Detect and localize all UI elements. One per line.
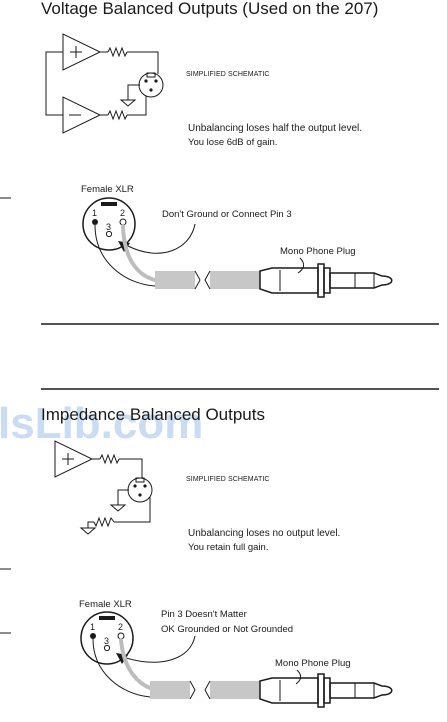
section2-pin2: 2 xyxy=(118,622,123,632)
section1-pin3-leader xyxy=(127,223,196,254)
resistor-icon xyxy=(99,453,120,465)
section1-note-line2: You lose 6dB of gain. xyxy=(188,137,277,148)
op-amp-plus-icon xyxy=(62,33,102,71)
section2-schematic-label: SIMPLIFIED SCHEMATIC xyxy=(186,476,270,483)
section2-xlr-label: Female XLR xyxy=(79,599,132,610)
section1-plug-leader xyxy=(297,257,305,274)
section2-pin3-leader xyxy=(125,635,196,663)
resistor-icon xyxy=(107,109,128,121)
section1-plug-label: Mono Phone Plug xyxy=(280,246,356,257)
section1-schematic xyxy=(45,33,164,134)
section2-pin3: 3 xyxy=(104,636,109,646)
section2-schematic xyxy=(54,440,153,535)
section1-pin2: 2 xyxy=(120,208,125,218)
op-amp-plus-icon xyxy=(54,440,94,478)
watermark: lsLib.com xyxy=(0,399,203,448)
resistor-icon xyxy=(107,46,128,58)
section2-note-line1: Unbalancing loses no output level. xyxy=(188,528,340,539)
ground-icon xyxy=(119,99,137,107)
ground-icon xyxy=(79,527,97,535)
op-amp-minus-icon xyxy=(62,96,102,134)
resistor-icon xyxy=(93,516,115,528)
ground-icon xyxy=(109,504,127,512)
section1-pin1: 1 xyxy=(92,208,97,218)
xlr-connector-icon xyxy=(127,477,153,503)
section1-xlr xyxy=(82,197,136,251)
section1-xlr-label: Female XLR xyxy=(81,184,134,195)
phone-plug-icon xyxy=(259,673,393,708)
section2-title: Impedance Balanced Outputs xyxy=(41,405,265,424)
section1-schematic-label: SIMPLIFIED SCHEMATIC xyxy=(186,71,270,78)
section1-pin3: 3 xyxy=(106,222,111,232)
xlr-connector-icon xyxy=(138,72,164,98)
section1-title: Voltage Balanced Outputs (Used on the 20… xyxy=(41,0,378,18)
section2-pin3-note-line2: OK Grounded or Not Grounded xyxy=(161,624,293,635)
phone-plug-icon xyxy=(259,263,393,298)
section2-plug-leader xyxy=(295,669,302,685)
section1-pin3-note: Don't Ground or Connect Pin 3 xyxy=(162,209,292,220)
section2-plug-label: Mono Phone Plug xyxy=(275,658,351,669)
section2-note-line2: You retain full gain. xyxy=(188,542,268,553)
section1-note-line1: Unbalancing loses half the output level. xyxy=(188,123,362,134)
section2-pin1: 1 xyxy=(90,622,95,632)
section2-pin3-note-line1: Pin 3 Doesn't Matter xyxy=(161,609,247,620)
